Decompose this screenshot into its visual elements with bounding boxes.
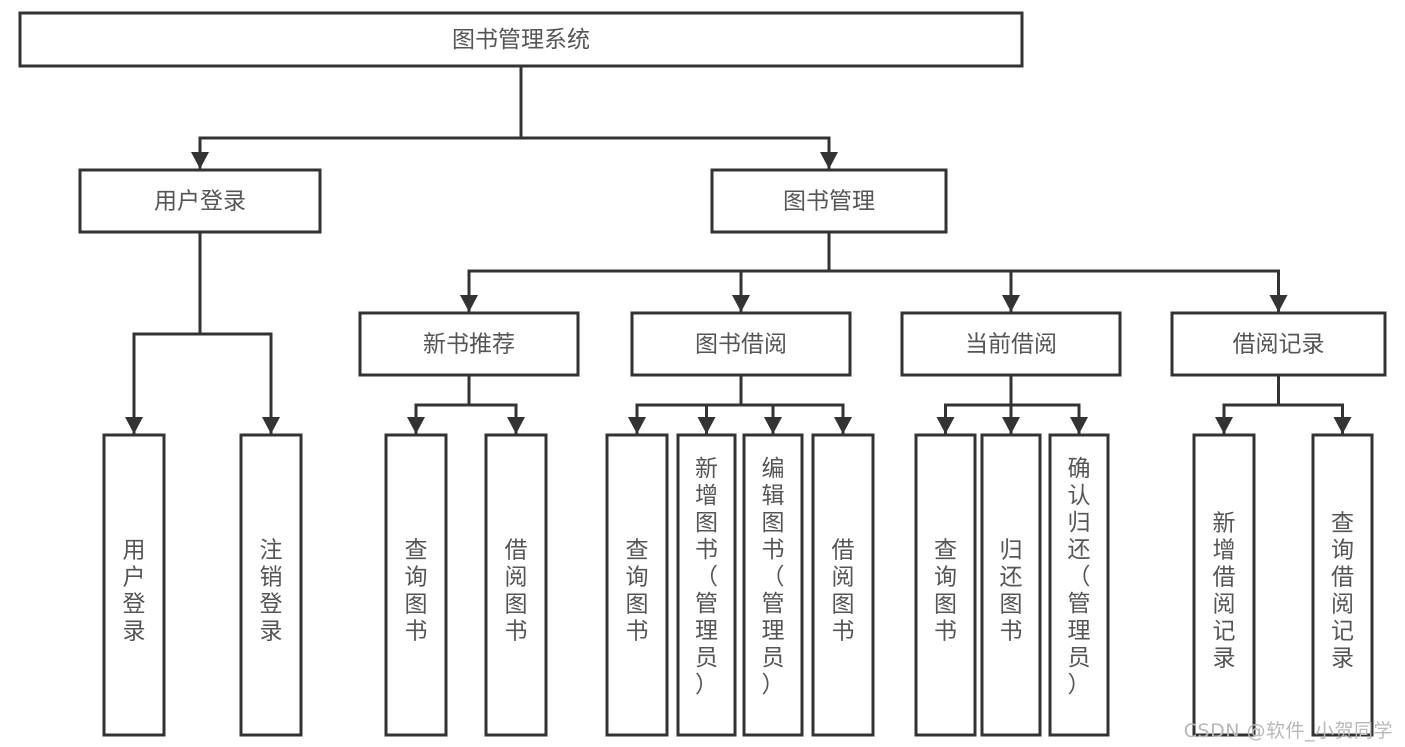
node-box[interactable] bbox=[980, 433, 1042, 737]
node-label: 新书推荐 bbox=[423, 332, 515, 358]
node-label: 查询借阅记录 bbox=[1331, 510, 1354, 671]
node-box[interactable] bbox=[358, 311, 580, 377]
node-label: 用户登录 bbox=[154, 189, 246, 215]
node-leaf-query-book-rec[interactable]: 查询图书 bbox=[384, 433, 448, 737]
node-leaf-user-login[interactable]: 用户登录 bbox=[102, 433, 166, 737]
arrow-head-icon bbox=[628, 417, 646, 434]
node-label: 借阅记录 bbox=[1233, 332, 1325, 358]
arrow-head-icon bbox=[732, 295, 750, 312]
arrow-head-icon bbox=[1269, 295, 1288, 312]
node-label: 新增借阅记录 bbox=[1213, 510, 1236, 671]
node-leaf-borrow-book-rec[interactable]: 借阅图书 bbox=[484, 433, 548, 737]
node-box[interactable] bbox=[239, 433, 303, 737]
node-leaf-query-borrow-record[interactable]: 查询借阅记录 bbox=[1311, 433, 1374, 737]
node-label: 查询图书 bbox=[405, 537, 428, 644]
node-box[interactable] bbox=[484, 433, 548, 737]
node-leaf-query-book-borrow[interactable]: 查询图书 bbox=[605, 433, 669, 737]
node-label: 图书管理 bbox=[783, 189, 875, 215]
node-box[interactable] bbox=[18, 11, 1024, 68]
node-boxes-layer: 图书管理系统用户登录图书管理新书推荐图书借阅当前借阅借阅记录用户登录注销登录查询… bbox=[18, 11, 1387, 737]
arrow-head-icon bbox=[125, 417, 143, 434]
node-box[interactable] bbox=[630, 311, 852, 377]
node-label: 新增图书（管理员） bbox=[695, 456, 718, 698]
arrow-head-icon bbox=[834, 417, 852, 434]
node-leaf-add-book-admin[interactable]: 新增图书（管理员） bbox=[676, 433, 737, 737]
arrow-head-icon bbox=[507, 417, 525, 434]
node-leaf-query-book-current[interactable]: 查询图书 bbox=[914, 433, 977, 737]
arrow-head-icon bbox=[1002, 417, 1020, 434]
arrow-head-icon bbox=[262, 417, 280, 434]
arrow-head-icon bbox=[1002, 295, 1020, 312]
node-box[interactable] bbox=[710, 168, 948, 234]
arrow-head-icon bbox=[764, 417, 782, 434]
node-label: 当前借阅 bbox=[965, 332, 1057, 358]
node-box[interactable] bbox=[1192, 433, 1256, 737]
arrow-head-icon bbox=[1070, 417, 1088, 434]
arrow-head-icon bbox=[697, 417, 716, 434]
arrow-head-icon bbox=[460, 295, 478, 312]
node-box[interactable] bbox=[900, 311, 1122, 377]
node-leaf-return-book[interactable]: 归还图书 bbox=[980, 433, 1042, 737]
node-label: 查询图书 bbox=[626, 537, 649, 644]
arrow-head-icon bbox=[820, 152, 838, 169]
csdn-watermark: CSDN @软件_小贺同学 bbox=[1183, 720, 1393, 742]
node-box[interactable] bbox=[1048, 433, 1110, 737]
node-leaf-user-logout[interactable]: 注销登录 bbox=[239, 433, 303, 737]
node-label: 查询图书 bbox=[934, 537, 957, 644]
arrow-head-icon bbox=[407, 417, 425, 434]
node-book-manage[interactable]: 图书管理 bbox=[710, 168, 948, 234]
node-label: 归还图书 bbox=[1000, 537, 1023, 644]
connector-edges-layer bbox=[125, 64, 1352, 436]
node-box[interactable] bbox=[811, 433, 875, 737]
node-box[interactable] bbox=[102, 433, 166, 737]
node-box[interactable] bbox=[676, 433, 737, 737]
node-leaf-borrow-book[interactable]: 借阅图书 bbox=[811, 433, 875, 737]
node-label: 编辑图书（管理员） bbox=[762, 456, 785, 698]
node-label: 图书借阅 bbox=[695, 332, 787, 358]
node-box[interactable] bbox=[384, 433, 448, 737]
node-borrow-record[interactable]: 借阅记录 bbox=[1170, 311, 1387, 377]
node-leaf-edit-book-admin[interactable]: 编辑图书（管理员） bbox=[742, 433, 804, 737]
node-box[interactable] bbox=[1170, 311, 1387, 377]
node-root[interactable]: 图书管理系统 bbox=[18, 11, 1024, 68]
arrow-head-icon bbox=[1333, 417, 1352, 434]
node-box[interactable] bbox=[1311, 433, 1374, 737]
arrow-head-icon bbox=[191, 152, 209, 169]
node-label: 用户登录 bbox=[123, 537, 146, 644]
node-user-login[interactable]: 用户登录 bbox=[78, 168, 322, 234]
node-label: 确认归还（管理员） bbox=[1068, 456, 1091, 698]
node-label: 借阅图书 bbox=[505, 537, 528, 644]
node-book-borrow[interactable]: 图书借阅 bbox=[630, 311, 852, 377]
node-box[interactable] bbox=[914, 433, 977, 737]
node-leaf-add-borrow-record[interactable]: 新增借阅记录 bbox=[1192, 433, 1256, 737]
node-box[interactable] bbox=[605, 433, 669, 737]
node-box[interactable] bbox=[742, 433, 804, 737]
node-leaf-confirm-return-admin[interactable]: 确认归还（管理员） bbox=[1048, 433, 1110, 737]
node-label: 图书管理系统 bbox=[452, 27, 590, 53]
arrow-head-icon bbox=[936, 417, 955, 434]
node-label: 借阅图书 bbox=[832, 537, 855, 644]
arrow-head-icon bbox=[1215, 417, 1233, 434]
node-current-borrow[interactable]: 当前借阅 bbox=[900, 311, 1122, 377]
node-label: 注销登录 bbox=[260, 537, 283, 644]
node-box[interactable] bbox=[78, 168, 322, 234]
node-new-book-recommend[interactable]: 新书推荐 bbox=[358, 311, 580, 377]
